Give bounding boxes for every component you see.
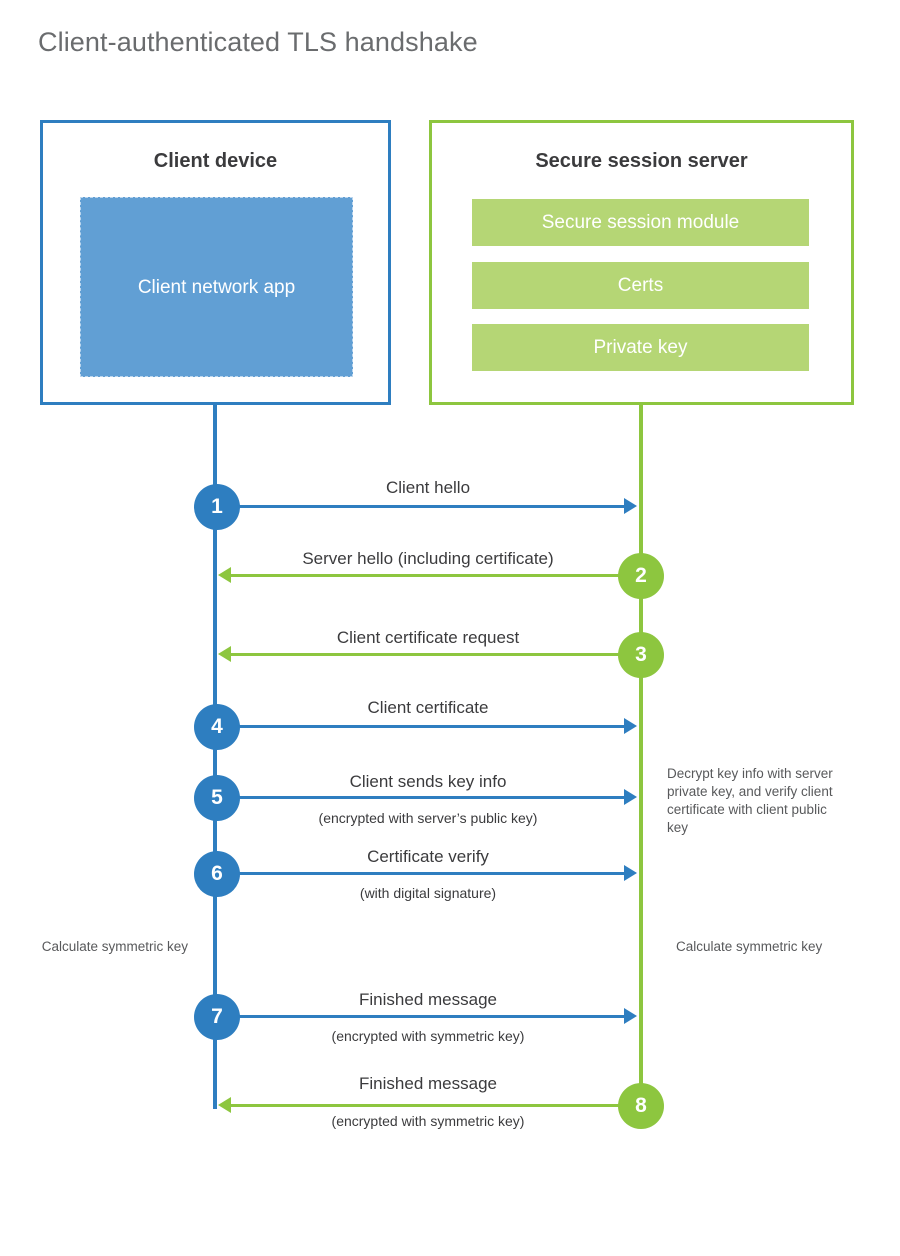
step-4-label: Client certificate xyxy=(367,698,489,717)
step-2-arrow-head xyxy=(218,567,231,583)
step-4-arrow-head xyxy=(624,718,637,734)
server-module-private-key: Private key xyxy=(472,324,809,371)
step-1-arrow-head xyxy=(624,498,637,514)
step-7-circle[interactable]: 7 xyxy=(194,994,240,1040)
server-module-secure-session-module: Secure session module xyxy=(472,199,809,246)
page-title: Client-authenticated TLS handshake xyxy=(38,27,478,57)
step-7-arrow-line xyxy=(217,1015,625,1018)
step-1-label: Client hello xyxy=(385,478,471,497)
step-5-arrow-line xyxy=(217,796,625,799)
server-decrypt-note: Decrypt key info with server private key… xyxy=(667,766,833,835)
step-6-circle[interactable]: 6 xyxy=(194,851,240,897)
step-7-sublabel: (encrypted with symmetric key) xyxy=(331,1028,525,1044)
server-module-certs: Certs xyxy=(472,262,809,309)
step-5-label: Client sends key info xyxy=(349,772,507,791)
step-5-arrow-head xyxy=(624,789,637,805)
step-3-arrow-line xyxy=(231,653,641,656)
server-lifeline xyxy=(639,405,643,1107)
step-2-arrow-line xyxy=(231,574,641,577)
client-lifeline xyxy=(213,405,217,1109)
step-4-arrow-line xyxy=(217,725,625,728)
step-2-label: Server hello (including certificate) xyxy=(302,549,554,568)
step-8-sublabel: (encrypted with symmetric key) xyxy=(331,1113,525,1129)
step-6-label: Certificate verify xyxy=(367,847,489,866)
step-3-circle[interactable]: 3 xyxy=(618,632,664,678)
step-6-arrow-head xyxy=(624,865,637,881)
step-4-circle[interactable]: 4 xyxy=(194,704,240,750)
step-7-label: Finished message xyxy=(359,990,497,1009)
step-8-arrow-head xyxy=(218,1097,231,1113)
secure-session-server-title: Secure session server xyxy=(535,150,748,172)
client-device-box: Client device Client network app xyxy=(40,120,391,405)
step-1-arrow-line xyxy=(217,505,625,508)
step-8-label: Finished message xyxy=(359,1074,497,1093)
step-8-circle[interactable]: 8 xyxy=(618,1083,664,1129)
step-7-arrow-head xyxy=(624,1008,637,1024)
secure-session-server-box: Secure session server Secure session mod… xyxy=(429,120,854,405)
step-6-sublabel: (with digital signature) xyxy=(359,885,497,901)
server-calculate-symmetric-key-note: Calculate symmetric key xyxy=(676,939,823,954)
step-3-arrow-head xyxy=(218,646,231,662)
step-6-arrow-line xyxy=(217,872,625,875)
client-calculate-symmetric-key-note: Calculate symmetric key xyxy=(41,939,188,954)
step-5-circle[interactable]: 5 xyxy=(194,775,240,821)
step-3-label: Client certificate request xyxy=(336,628,520,647)
step-2-circle[interactable]: 2 xyxy=(618,553,664,599)
step-8-arrow-line xyxy=(231,1104,641,1107)
client-network-app-block: Client network app xyxy=(80,197,353,377)
client-device-title: Client device xyxy=(153,150,278,172)
step-5-sublabel: (encrypted with server’s public key) xyxy=(318,810,538,826)
step-1-circle[interactable]: 1 xyxy=(194,484,240,530)
